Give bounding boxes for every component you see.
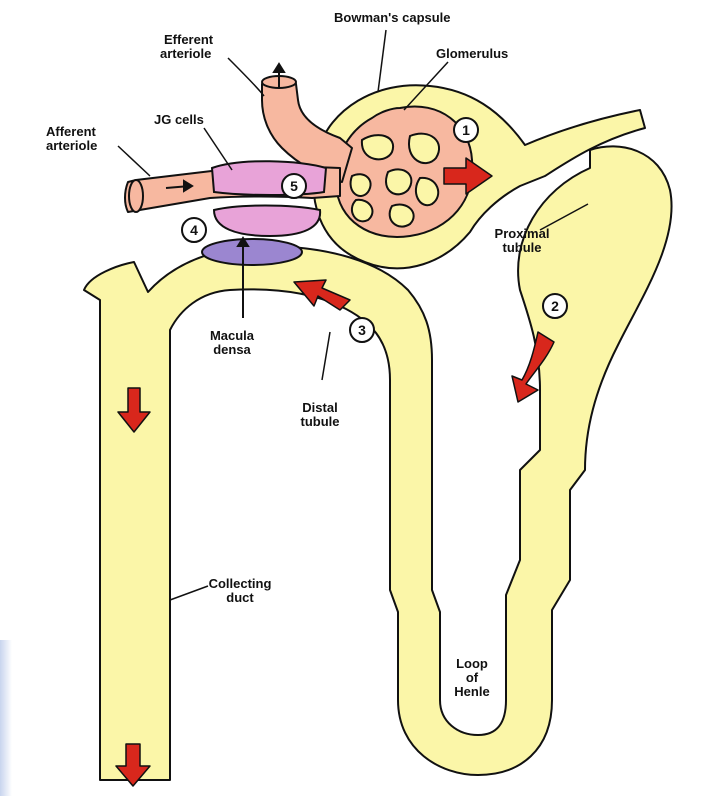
step-marker-4: 4 bbox=[182, 218, 206, 242]
svg-text:2: 2 bbox=[551, 298, 559, 314]
label-distal-1: Distal bbox=[302, 400, 337, 415]
leader-collecting bbox=[170, 586, 208, 600]
step-marker-1: 1 bbox=[454, 118, 478, 142]
leader-bowmans bbox=[378, 30, 386, 92]
label-distal-2: tubule bbox=[301, 414, 340, 429]
step-marker-3: 3 bbox=[350, 318, 374, 342]
svg-text:5: 5 bbox=[290, 178, 298, 194]
label-bowmans-capsule: Bowman's capsule bbox=[334, 10, 451, 25]
svg-text:3: 3 bbox=[358, 322, 366, 338]
label-efferent-1: Efferent bbox=[164, 32, 214, 47]
step-marker-5: 5 bbox=[282, 174, 306, 198]
afferent-opening bbox=[129, 180, 143, 212]
macula-densa bbox=[202, 239, 302, 265]
label-macula-2: densa bbox=[213, 342, 251, 357]
label-afferent-2: arteriole bbox=[46, 138, 97, 153]
label-afferent-1: Afferent bbox=[46, 124, 97, 139]
leader-distal bbox=[322, 332, 330, 380]
leader-jg bbox=[204, 128, 232, 170]
step-marker-2: 2 bbox=[543, 294, 567, 318]
label-proximal-2: tubule bbox=[503, 240, 542, 255]
label-loop-2: of bbox=[466, 670, 479, 685]
label-macula-1: Macula bbox=[210, 328, 255, 343]
label-proximal-1: Proximal bbox=[495, 226, 550, 241]
label-collecting-2: duct bbox=[226, 590, 254, 605]
efferent-arrowhead bbox=[274, 64, 284, 72]
label-efferent-2: arteriole bbox=[160, 46, 211, 61]
label-jg-cells: JG cells bbox=[154, 112, 204, 127]
label-loop-1: Loop bbox=[456, 656, 488, 671]
label-glomerulus: Glomerulus bbox=[436, 46, 508, 61]
leader-afferent bbox=[118, 146, 150, 176]
leader-efferent bbox=[228, 58, 264, 96]
label-loop-3: Henle bbox=[454, 684, 489, 699]
label-collecting-1: Collecting bbox=[209, 576, 272, 591]
svg-text:4: 4 bbox=[190, 222, 198, 238]
svg-text:1: 1 bbox=[462, 122, 470, 138]
